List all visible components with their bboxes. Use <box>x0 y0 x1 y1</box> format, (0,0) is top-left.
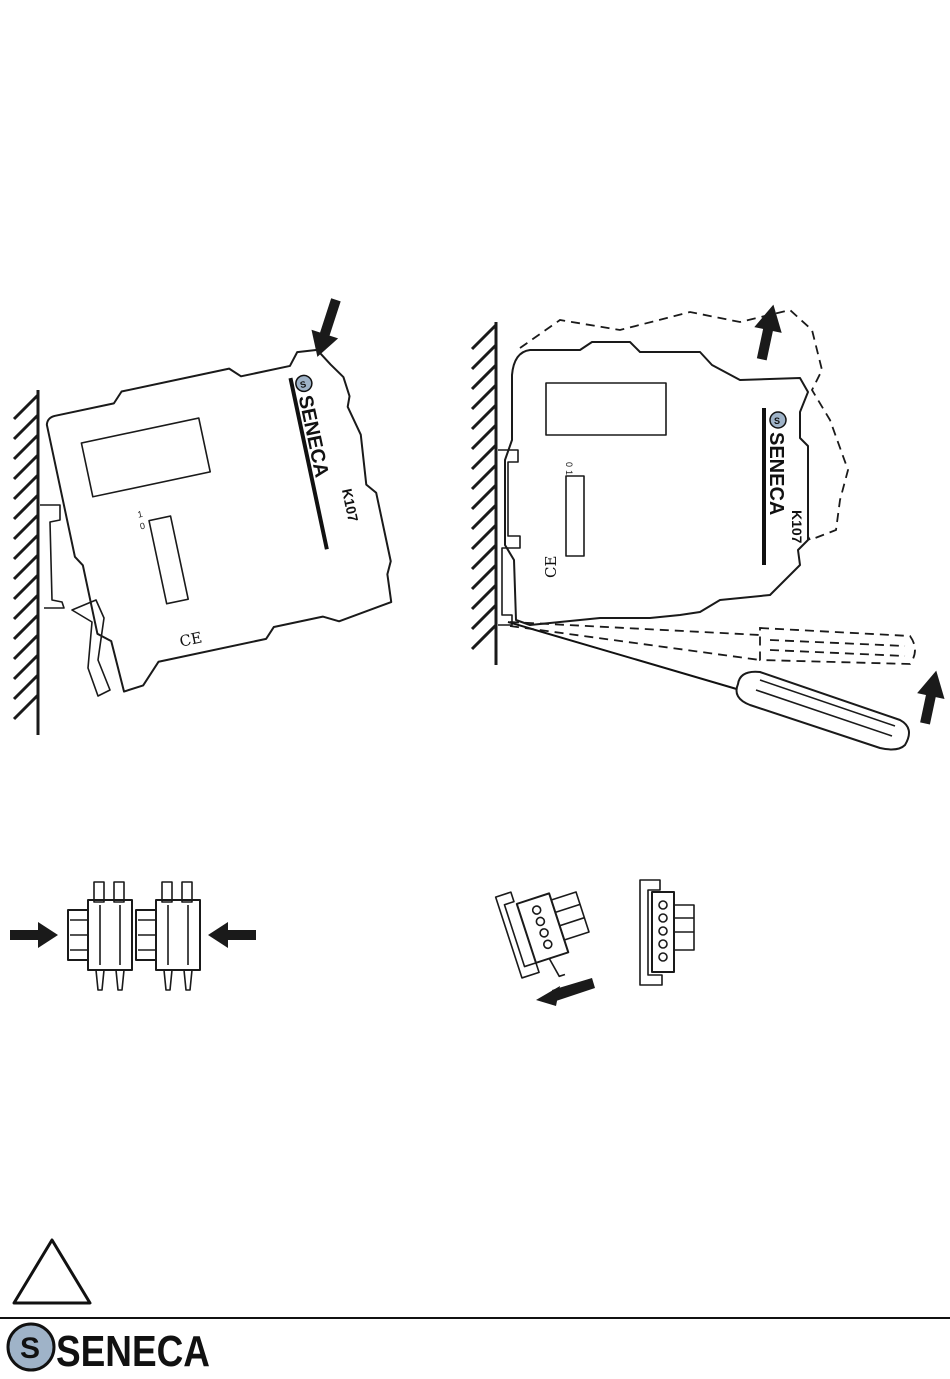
bus-connectors <box>10 882 256 990</box>
lift-arrow-icon-top <box>748 302 787 363</box>
wall-hatching-left <box>14 395 38 719</box>
screwdriver-icon <box>508 622 909 749</box>
warning-triangle-icon <box>14 1240 90 1303</box>
screwdriver-lifted-outline <box>510 622 915 664</box>
pull-arrow-icon <box>536 978 595 1006</box>
panel-mount-device-left: 1 0 CE S SENECA K107 <box>14 296 406 735</box>
insert-arrow-icon-right <box>208 922 256 948</box>
switch-label-0-right: 0 <box>564 462 574 467</box>
bus-connector-2 <box>136 882 200 990</box>
svg-text:S: S <box>774 416 780 426</box>
terminal-block-removal <box>496 873 694 1006</box>
device-housing-right: 1 0 CE S SENECA K107 <box>505 342 808 625</box>
insert-arrow-icon-left <box>10 922 58 948</box>
ce-mark-right: CE <box>542 556 560 578</box>
din-rail-left <box>40 505 64 608</box>
device-model-right: K107 <box>789 510 805 544</box>
terminal-block-upright <box>640 880 694 985</box>
switch-label-1-right: 1 <box>564 470 574 475</box>
device-housing-left: 1 0 CE S SENECA K107 <box>43 342 406 696</box>
footer-brand: SENECA <box>56 1327 210 1376</box>
footer-logo-letter: S <box>20 1332 40 1365</box>
wall-hatching-right <box>472 325 496 649</box>
device-brand-right: SENECA <box>765 432 787 515</box>
lift-arrow-icon-bottom <box>911 668 950 727</box>
bus-connector-1 <box>68 882 132 990</box>
panel-remove-device-right: 1 0 CE S SENECA K107 <box>472 302 950 750</box>
terminal-block-tilted <box>496 873 600 987</box>
footer-logo: S SENECA <box>8 1324 210 1376</box>
